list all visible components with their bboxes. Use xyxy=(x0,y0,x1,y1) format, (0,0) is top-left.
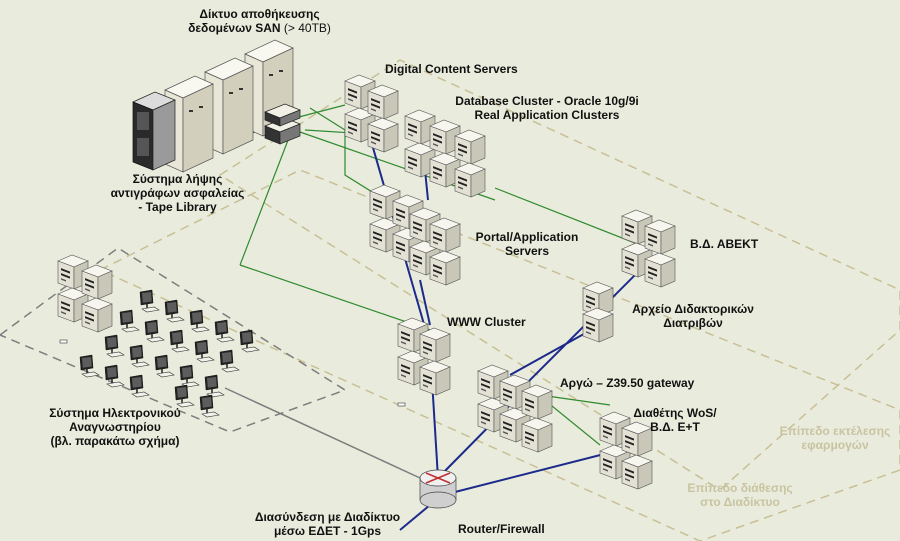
internet-layer-zone xyxy=(98,169,900,541)
digital-content-servers-icon xyxy=(344,74,399,153)
www-cluster-icon xyxy=(397,317,451,396)
www-cluster-label: WWW Cluster xyxy=(447,315,526,329)
phd-archive-server-icon xyxy=(582,281,614,343)
reading-room-label: Σύστημα Ηλεκτρονικού Αναγνωστηρίου (βλ. … xyxy=(49,406,181,448)
router-label: Router/Firewall xyxy=(458,522,545,536)
phd-archive-label: Αρχείο Διδακτορικών Διατριβών xyxy=(632,302,754,330)
database-cluster-icon xyxy=(404,109,486,198)
internet-layer-label: Επίπεδο διάθεσης στο Διαδίκτυο xyxy=(687,481,793,509)
database-cluster-label: Database Cluster - Oracle 10g/9i Real Ap… xyxy=(455,94,639,122)
tape-library-label: Σύστημα λήψης αντιγράφων ασφαλείας - Tap… xyxy=(110,172,245,214)
digital-content-servers-label: Digital Content Servers xyxy=(385,62,518,76)
marker-icon xyxy=(397,402,406,407)
reading-room-servers-icon xyxy=(57,254,113,333)
tape-library-icon xyxy=(132,91,176,171)
argo-gateway-icon xyxy=(477,364,553,453)
marker-icon xyxy=(59,339,68,344)
san-switch-icon xyxy=(264,103,301,145)
wos-label: Διαθέτης WoS/ Β.Δ. Ε+Τ xyxy=(633,406,717,434)
argo-gateway-label: Αργώ – Z39.50 gateway xyxy=(560,376,695,390)
abekt-servers-icon xyxy=(621,209,676,288)
san-label: Δίκτυο αποθήκευσης δεδομένων SAN (> 40TB… xyxy=(188,7,331,35)
application-layer-label: Επίπεδο εκτέλεσης εφαρμογών xyxy=(779,424,891,452)
san-storage-icon xyxy=(164,39,294,173)
router-icon xyxy=(419,469,457,509)
portal-application-servers-icon xyxy=(369,184,461,286)
abekt-label: Β.Δ. ΑΒΕΚΤ xyxy=(690,237,759,251)
internet-connection-label: Διασύνδεση με Διαδίκτυο μέσω ΕΔΕΤ - 1Gps xyxy=(254,510,401,538)
portal-servers-label: Portal/Application Servers xyxy=(475,230,579,258)
